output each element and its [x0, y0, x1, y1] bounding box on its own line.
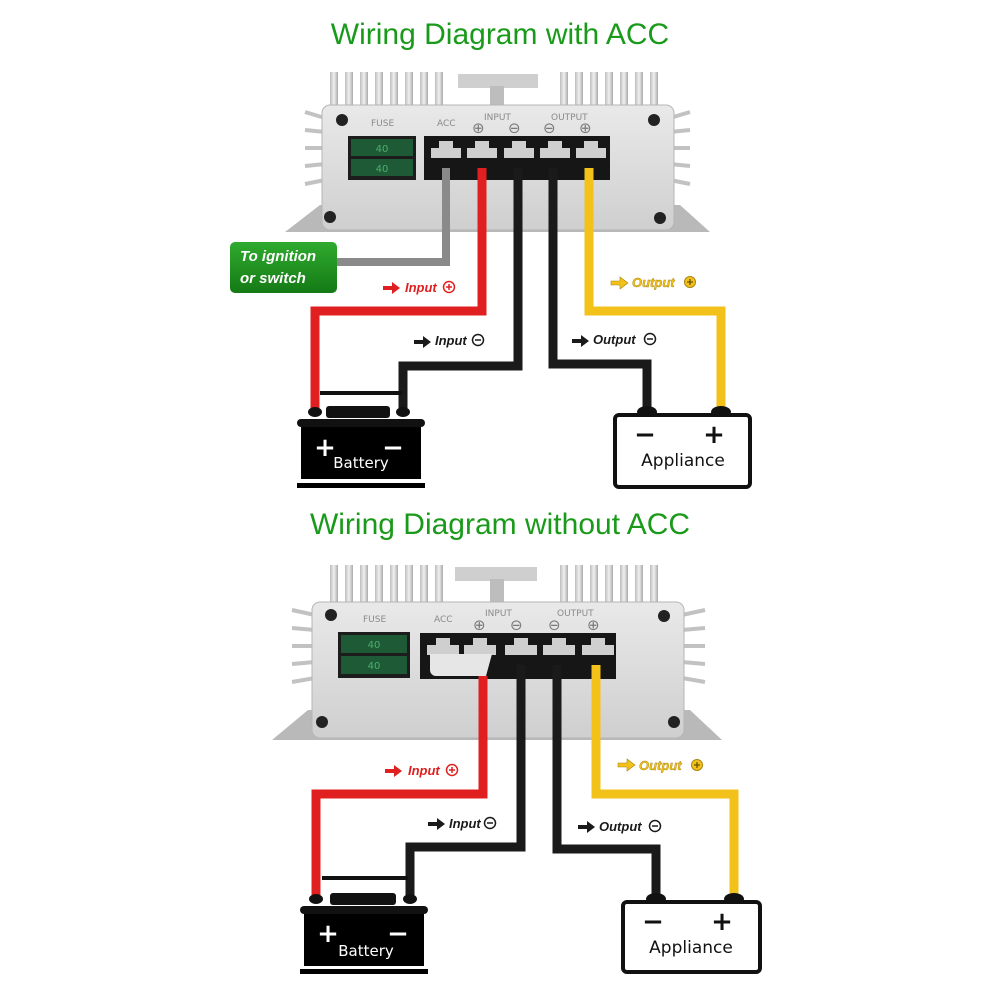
arrow-right-icon	[428, 818, 445, 830]
ignition-badge: To ignition or switch	[230, 242, 337, 293]
wire-acc	[330, 168, 450, 266]
wire-input-negative	[405, 665, 526, 895]
appliance-minus: −	[642, 907, 664, 937]
label-input-negative: Input	[414, 333, 485, 348]
output-plus-symbol: ⊕	[587, 616, 600, 634]
arrow-right-icon	[414, 336, 431, 348]
wire-output-negative	[552, 665, 661, 895]
svg-text:Input: Input	[408, 763, 440, 778]
fuse-label: FUSE	[371, 119, 394, 129]
arrow-right-icon	[578, 821, 595, 833]
minus-circle-icon	[648, 819, 662, 833]
diagram-title-without-acc: Wiring Diagram without ACC	[309, 508, 691, 541]
battery-plus: +	[317, 919, 339, 949]
input-plus-symbol: ⊕	[473, 616, 486, 634]
input-minus-symbol: ⊖	[510, 616, 523, 634]
svg-text:Output: Output	[639, 758, 682, 773]
output-plus-symbol: ⊕	[579, 119, 592, 137]
appliance-minus: −	[634, 420, 656, 450]
wire-output-negative	[548, 168, 652, 408]
label-input-positive: Input	[385, 763, 459, 778]
arrow-right-icon	[617, 758, 636, 772]
appliance: − + Appliance	[613, 406, 752, 489]
acc-label: ACC	[434, 615, 453, 625]
plus-circle-icon	[445, 763, 459, 777]
minus-circle-icon	[643, 332, 657, 346]
battery-plus: +	[314, 433, 336, 463]
output-label: OUTPUT	[557, 609, 594, 619]
converter-device: FUSE ACC INPUT OUTPUT ⊕ ⊖ ⊖ ⊕ 40 40	[285, 72, 710, 232]
svg-text:40: 40	[376, 144, 389, 155]
label-output-negative: Output	[572, 332, 657, 347]
battery: + − Battery	[297, 391, 425, 488]
label-input-negative: Input	[428, 816, 497, 831]
acc-jumper	[430, 654, 492, 676]
output-minus-symbol: ⊖	[543, 119, 556, 137]
diagram-without-acc: FUSE ACC INPUT OUTPUT ⊕ ⊖ ⊖ ⊕ 40 40	[272, 565, 762, 974]
fuse-label: FUSE	[363, 615, 386, 625]
terminal-block	[420, 633, 616, 679]
svg-text:Output: Output	[599, 819, 642, 834]
diagram-with-acc: FUSE ACC INPUT OUTPUT ⊕ ⊖ ⊖ ⊕ 40 40	[230, 72, 752, 489]
battery-label: Battery	[338, 942, 394, 960]
fuse-block: 40 40	[348, 136, 416, 180]
battery: + − Battery	[300, 876, 428, 974]
input-minus-symbol: ⊖	[508, 119, 521, 137]
wire-output-positive	[591, 665, 739, 895]
minus-circle-icon	[471, 333, 485, 347]
minus-circle-icon	[483, 816, 497, 830]
wire-input-negative	[398, 168, 523, 408]
battery-minus: −	[387, 919, 409, 949]
svg-text:40: 40	[368, 640, 381, 651]
label-output-positive: Output	[617, 758, 703, 773]
output-minus-symbol: ⊖	[548, 616, 561, 634]
arrow-right-icon	[572, 335, 589, 347]
svg-text:40: 40	[376, 164, 389, 175]
svg-text:Output: Output	[632, 275, 675, 290]
svg-text:40: 40	[368, 661, 381, 672]
svg-text:or switch: or switch	[240, 270, 306, 287]
converter-device: FUSE ACC INPUT OUTPUT ⊕ ⊖ ⊖ ⊕ 40 40	[272, 565, 722, 740]
appliance: − + Appliance	[621, 893, 762, 974]
battery-label: Battery	[333, 454, 389, 472]
diagram-title-with-acc: Wiring Diagram with ACC	[330, 18, 670, 51]
arrow-right-icon	[610, 276, 629, 290]
svg-text:Input: Input	[405, 280, 437, 295]
battery-minus: −	[382, 433, 404, 463]
plus-circle-icon	[442, 280, 456, 294]
input-label: INPUT	[484, 113, 511, 123]
label-input-positive: Input	[383, 280, 456, 295]
appliance-plus: +	[703, 420, 725, 450]
arrow-right-icon	[383, 282, 400, 294]
input-plus-symbol: ⊕	[472, 119, 485, 137]
input-label: INPUT	[485, 609, 512, 619]
arrow-right-icon	[385, 765, 402, 777]
svg-text:To ignition: To ignition	[240, 248, 316, 265]
appliance-label: Appliance	[649, 938, 733, 958]
wire-input-positive	[311, 676, 488, 895]
svg-text:Input: Input	[449, 816, 481, 831]
appliance-label: Appliance	[641, 451, 725, 471]
label-output-positive: Output	[610, 275, 696, 290]
svg-text:Output: Output	[593, 332, 636, 347]
label-output-negative: Output	[578, 819, 662, 834]
fuse-block: 40 40	[338, 632, 410, 678]
wire-output-positive	[584, 168, 726, 408]
svg-text:Input: Input	[435, 333, 467, 348]
appliance-plus: +	[711, 907, 733, 937]
output-label: OUTPUT	[551, 113, 588, 123]
acc-label: ACC	[437, 119, 456, 129]
wire-input-positive	[310, 168, 487, 408]
